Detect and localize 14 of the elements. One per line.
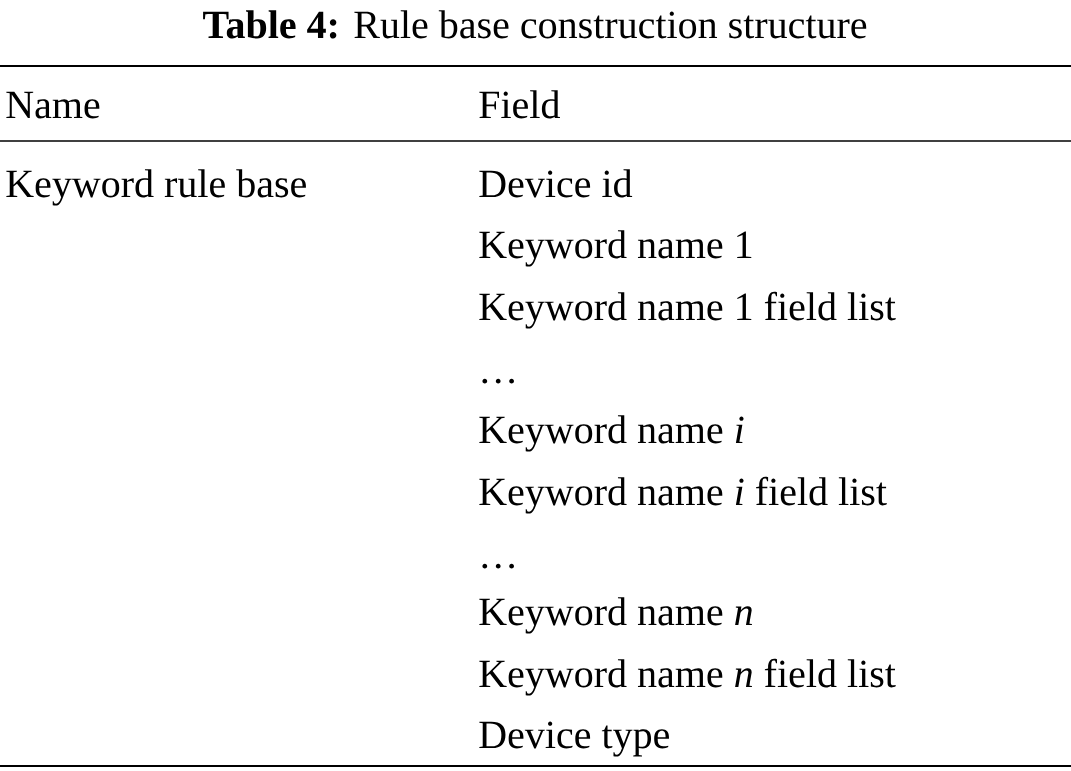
table-cell: Device id (479, 169, 633, 198)
table-cell: Name (6, 91, 100, 119)
table-cell: Keyword name i (479, 415, 744, 452)
table-cell: Field (479, 90, 560, 119)
table-cell: Keyword name 1 field list (479, 291, 896, 329)
table-cell: … (482, 563, 514, 569)
table-cell: Keyword name 1 (479, 230, 752, 267)
table-cell: Device type (479, 721, 669, 757)
table-cell: Keyword name i field list (479, 476, 887, 514)
table-cell: Keyword name n (479, 597, 752, 634)
table-cell: Keyword rule base (6, 169, 306, 206)
table-cell: … (482, 378, 514, 384)
table-title: Table 4: Rule base construction structure (203, 10, 867, 39)
table-cell: Keyword name n field list (479, 658, 896, 696)
